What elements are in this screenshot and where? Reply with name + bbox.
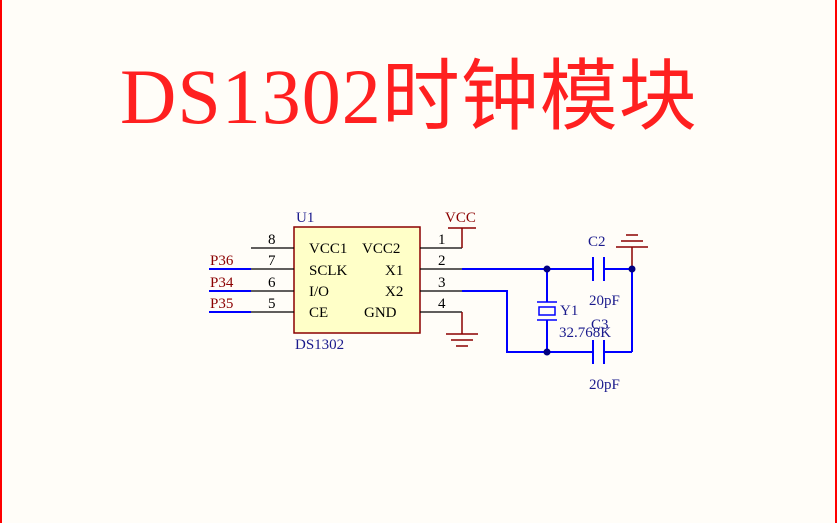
ic-left-pins bbox=[251, 247, 294, 313]
pin-number: 5 bbox=[268, 296, 276, 312]
pin-number: 1 bbox=[438, 232, 446, 248]
cap-c3-designator: C3 bbox=[591, 317, 609, 333]
vcc-label: VCC bbox=[445, 210, 476, 226]
ic-right-pins bbox=[420, 247, 462, 313]
cap-c2-designator: C2 bbox=[588, 234, 606, 250]
pin-name: VCC1 bbox=[309, 241, 347, 257]
pin-number: 8 bbox=[268, 232, 276, 248]
pin-name: CE bbox=[309, 305, 328, 321]
crystal-designator: Y1 bbox=[560, 303, 578, 319]
pin-number: 6 bbox=[268, 275, 276, 291]
cap-c2-value: 20pF bbox=[589, 293, 620, 309]
pin-number: 4 bbox=[438, 296, 446, 312]
cap-ground-symbol bbox=[616, 234, 648, 269]
pin-name: X1 bbox=[385, 263, 403, 279]
page-title: DS1302时钟模块 bbox=[120, 53, 698, 140]
ic-part-label: DS1302 bbox=[295, 337, 344, 353]
pin-name: I/O bbox=[309, 284, 329, 300]
ic-body bbox=[293, 226, 421, 334]
ic-designator: U1 bbox=[296, 210, 314, 226]
pin-name: VCC2 bbox=[362, 241, 400, 257]
pin-name: SCLK bbox=[309, 263, 348, 279]
pin-number: 2 bbox=[438, 253, 446, 269]
ground-symbol bbox=[446, 312, 478, 347]
capacitor-c2 bbox=[592, 257, 605, 281]
capacitor-c3 bbox=[592, 340, 605, 364]
junction-dots bbox=[543, 265, 636, 356]
pin-name: X2 bbox=[385, 284, 403, 300]
net-label-p36: P36 bbox=[210, 253, 234, 269]
pin-name: GND bbox=[364, 305, 397, 321]
pin-number: 7 bbox=[268, 253, 276, 269]
crystal-symbol bbox=[537, 301, 557, 321]
net-label-p34: P34 bbox=[210, 275, 234, 291]
pin-number: 3 bbox=[438, 275, 446, 291]
vcc-power-port bbox=[448, 227, 476, 248]
crystal-value: 32.768K bbox=[559, 325, 611, 341]
net-wires-left bbox=[209, 268, 251, 313]
net-label-p35: P35 bbox=[210, 296, 233, 312]
cap-c3-value: 20pF bbox=[589, 377, 620, 393]
